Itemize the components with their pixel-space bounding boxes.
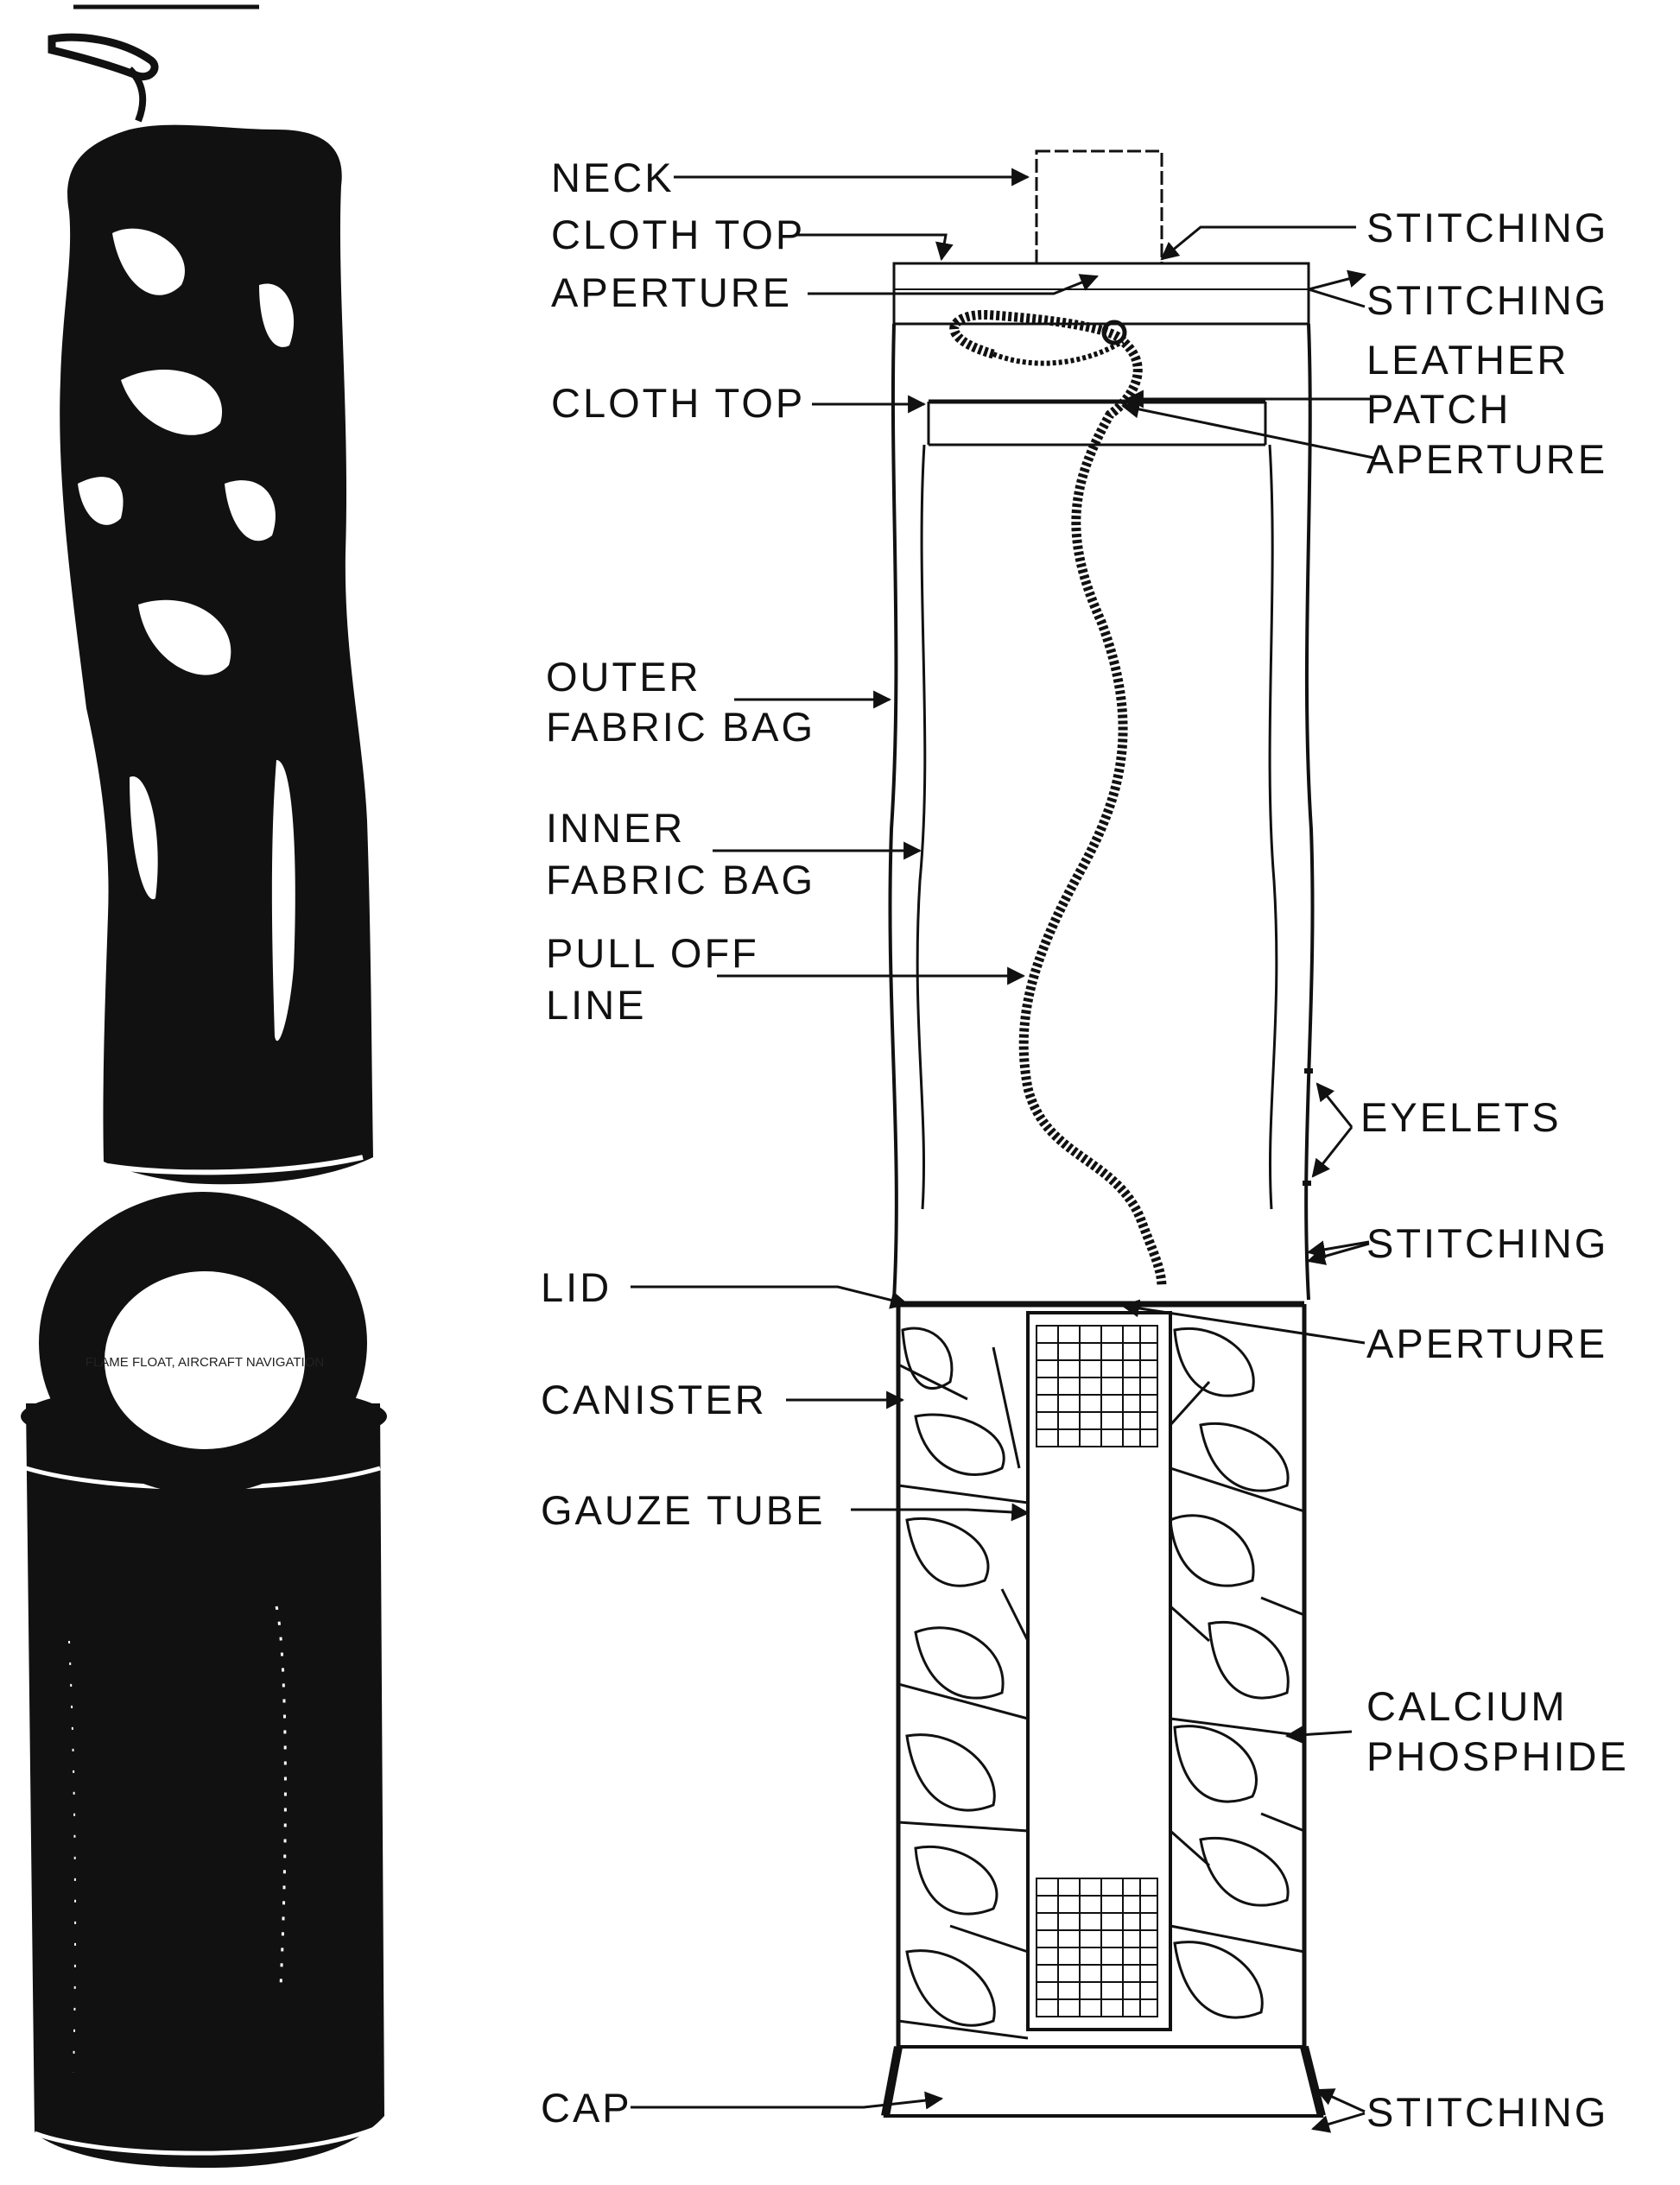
lid-label (101, 1268, 308, 1453)
label-calcium-1: CALCIUM (1366, 1683, 1568, 1729)
label-outer-bag-1: OUTER (546, 654, 701, 700)
cap-shape (883, 2045, 1324, 2118)
lid-label-text: FLAME FLOAT, AIRCRAFT NAVIGATION (86, 1355, 324, 1370)
label-stitching-1: STITCHING (1366, 205, 1608, 250)
label-stitching-2: STITCHING (1366, 277, 1608, 323)
label-cap: CAP (541, 2085, 632, 2131)
photo-canister: FLAME FLOAT, AIRCRAFT NAVIGATION (21, 1192, 387, 2168)
label-leather-patch-1: LEATHER (1366, 337, 1569, 383)
label-cloth-top-2: CLOTH TOP (551, 380, 805, 426)
label-neck: NECK (551, 155, 675, 200)
outer-bag-left-wall (888, 323, 898, 1301)
calcium-phosphide-texture (898, 1327, 1304, 2040)
bag-tie-loop (48, 33, 159, 81)
label-inner-bag-2: FABRIC BAG (546, 857, 815, 902)
label-aperture-1: APERTURE (551, 269, 792, 315)
label-outer-bag-2: FABRIC BAG (546, 704, 815, 750)
label-cloth-top-1: CLOTH TOP (551, 212, 805, 257)
inner-bag-left-wall (916, 444, 927, 1210)
technical-drawing (881, 149, 1326, 2118)
label-stitching-4: STITCHING (1366, 2089, 1608, 2135)
canister-body (26, 1403, 384, 2168)
label-aperture-3: APERTURE (1366, 1320, 1607, 1366)
gauze-tube (1026, 1311, 1172, 2031)
label-aperture-2: APERTURE (1366, 436, 1607, 482)
label-gauze-tube: GAUZE TUBE (541, 1487, 825, 1533)
outer-bag-right-wall (1304, 323, 1315, 1301)
label-stitching-3: STITCHING (1366, 1220, 1608, 1266)
label-pull-off-2: LINE (546, 982, 647, 1028)
gauze-mesh-top (1036, 1325, 1158, 1447)
label-inner-bag-1: INNER (546, 805, 685, 851)
inner-bag-right-wall (1268, 444, 1278, 1210)
label-calcium-2: PHOSPHIDE (1366, 1733, 1629, 1779)
label-leather-patch-2: PATCH (1366, 386, 1511, 432)
label-pull-off-1: PULL OFF (546, 930, 759, 976)
leader-lines (631, 168, 1374, 2133)
pull-off-line (949, 309, 1167, 1288)
neck-shape (1035, 149, 1163, 265)
label-lid: LID (541, 1264, 612, 1310)
gauze-mesh-bottom (1036, 1878, 1158, 2017)
photo-bagged-float (48, 33, 373, 1185)
label-canister: CANISTER (541, 1377, 767, 1422)
label-eyelets: EYELETS (1360, 1094, 1562, 1140)
